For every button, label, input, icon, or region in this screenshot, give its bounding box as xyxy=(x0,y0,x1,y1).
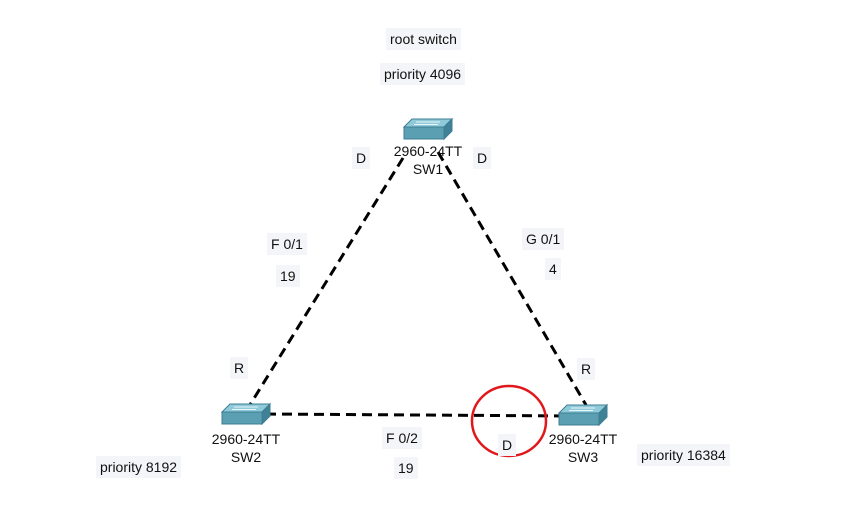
highlight-circle xyxy=(470,384,548,458)
sw1-priority-label: priority 4096 xyxy=(380,63,466,85)
sw2-model-label: 2960-24TT xyxy=(211,431,281,447)
link-sw1-sw3-interface: G 0/1 xyxy=(522,228,565,250)
sw3-priority-label: priority 16384 xyxy=(637,444,730,466)
link-sw2-sw3 xyxy=(265,412,571,418)
switch-icon-sw1[interactable] xyxy=(402,117,454,143)
root-switch-title: root switch xyxy=(386,28,461,50)
sw2-name-label: SW2 xyxy=(230,449,262,465)
sw2-priority-label: priority 8192 xyxy=(96,456,182,478)
link-sw1-sw3-cost: 4 xyxy=(545,258,561,280)
link-sw1-sw3 xyxy=(436,151,588,406)
sw3-model-label: 2960-24TT xyxy=(548,431,618,447)
port-role-sw1-to-sw3: D xyxy=(473,147,492,169)
port-role-sw2-to-sw1: R xyxy=(230,357,249,379)
port-role-sw3-to-sw1: R xyxy=(577,358,596,380)
link-sw2-sw3-interface: F 0/2 xyxy=(382,427,422,449)
sw1-name-label: SW1 xyxy=(412,161,444,177)
link-sw1-sw2-interface: F 0/1 xyxy=(267,233,307,255)
switch-icon-sw2[interactable] xyxy=(220,402,272,428)
sw3-name-label: SW3 xyxy=(567,449,599,465)
link-sw2-sw3-cost: 19 xyxy=(394,457,418,479)
link-sw1-sw2-cost: 19 xyxy=(276,265,300,287)
switch-icon-sw3[interactable] xyxy=(557,403,609,429)
port-role-sw1-to-sw2: D xyxy=(352,147,371,169)
port-role-sw3-to-sw2: D xyxy=(498,434,517,456)
sw1-model-label: 2960-24TT xyxy=(393,143,463,159)
link-sw1-sw2 xyxy=(246,157,405,409)
